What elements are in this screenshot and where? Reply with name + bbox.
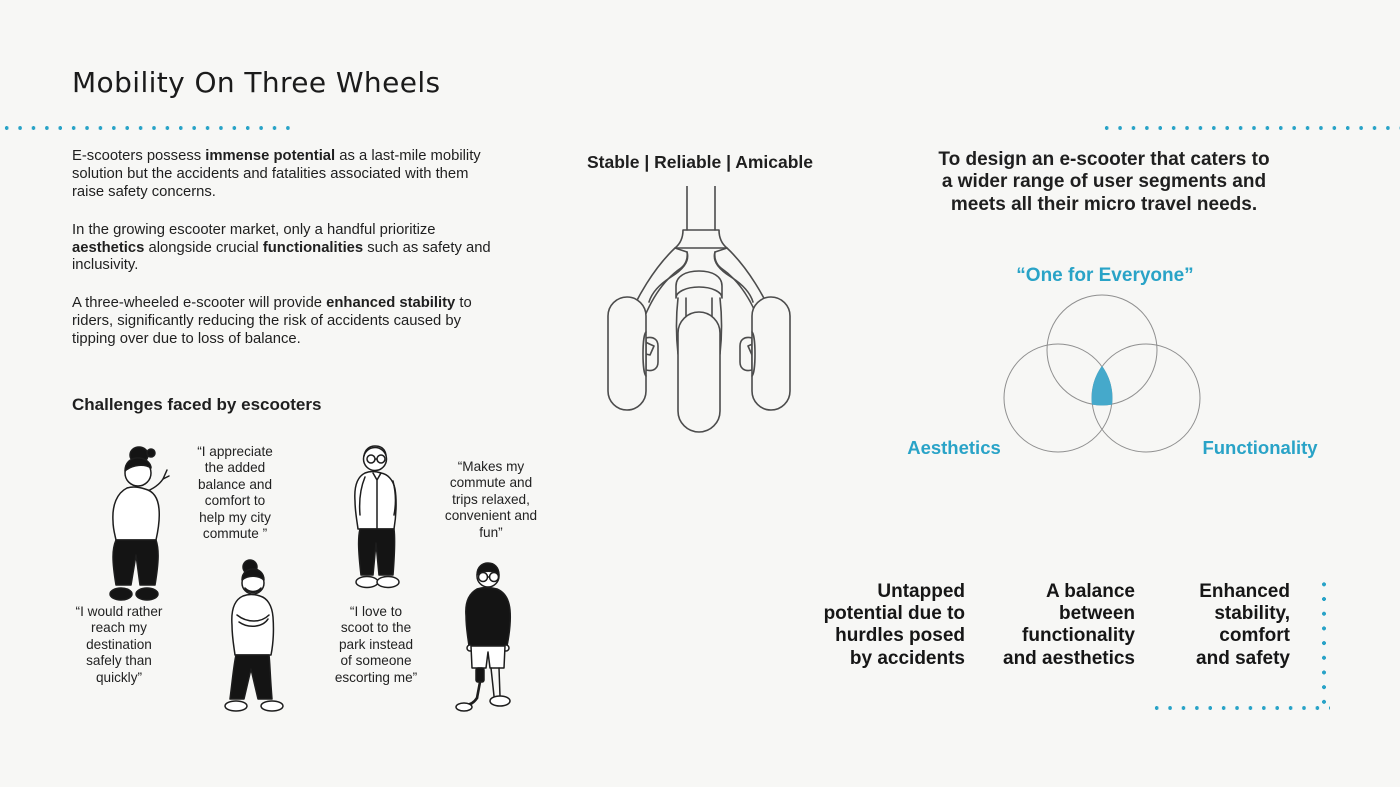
intro-paragraph: A three-wheeled e-scooter will provide e… [72, 295, 472, 348]
intro-paragraph: E-scooters possess immense potential as … [72, 148, 481, 200]
dotted-line-top-left [0, 126, 296, 130]
challenges-heading: Challenges faced by escooters [72, 395, 322, 414]
three-wheel-scooter-illustration [607, 186, 791, 433]
insight-statement: A balance between functionality and aest… [1003, 581, 1135, 669]
persona-elderly-man-illustration [354, 445, 400, 589]
persona-quote: “I love to scoot to the park instead of … [334, 604, 418, 685]
intro-text: E-scooters possess immense potential as … [72, 148, 498, 369]
persona-quote: “Makes my commute and trips relaxed, con… [444, 459, 538, 540]
scooter-tagline-heading: Stable | Reliable | Amicable [586, 152, 814, 172]
dotted-line-bottom-right [1150, 706, 1330, 710]
page-title: Mobility On Three Wheels [72, 66, 441, 99]
insight-statement: Untapped potential due to hurdles posed … [823, 581, 965, 669]
dotted-line-top-right [1100, 126, 1400, 130]
dotted-line-right-vertical [1322, 577, 1326, 709]
venn-center-intersection [1091, 365, 1113, 406]
design-goal-statement: To design an e-scooter that caters to a … [938, 149, 1270, 215]
venn-label-functionality: Functionality [1202, 437, 1318, 458]
venn-tagline: “One for Everyone” [1016, 265, 1194, 286]
persona-prosthetic-leg-illustration [455, 562, 511, 712]
venn-label-aesthetics: Aesthetics [907, 437, 1001, 458]
persona-quote: “I appreciate the added balance and comf… [197, 444, 273, 542]
persona-woman-pointing-illustration [109, 446, 170, 601]
persona-quote: “I would rather reach my destination saf… [75, 604, 163, 685]
intro-paragraph: In the growing escooter market, only a h… [72, 221, 491, 274]
persona-arms-crossed-illustration [224, 559, 284, 712]
insight-statement: Enhanced stability, comfort and safety [1196, 581, 1290, 669]
venn-diagram [1003, 294, 1201, 453]
